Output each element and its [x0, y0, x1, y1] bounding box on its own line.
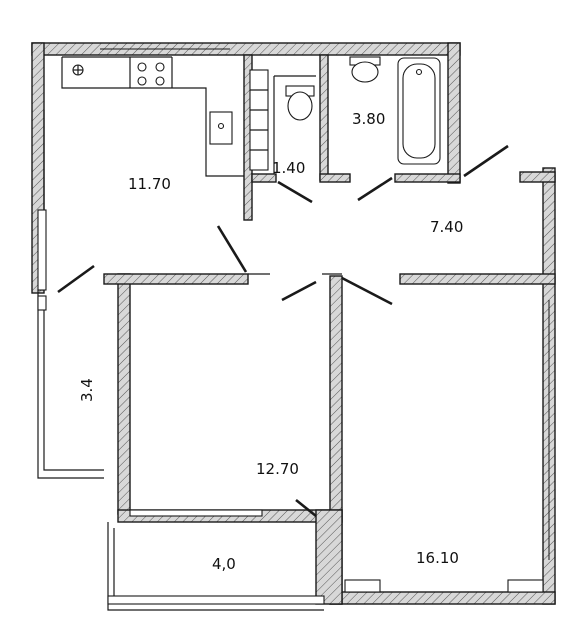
- kitchen-counter: [61, 57, 244, 177]
- door-wc: [277, 180, 313, 204]
- burner-icon: [137, 62, 147, 72]
- room-area-wc: 1.40: [272, 159, 305, 177]
- wall-wc-bottom: [251, 173, 277, 183]
- wall-left-bedroom: [117, 273, 131, 515]
- wall-bath-bottom: [319, 173, 351, 183]
- wall-bath-bottom-right: [394, 173, 461, 183]
- room-area-bathroom: 3.80: [352, 110, 385, 128]
- door-bathroom: [357, 176, 393, 202]
- wall-top-bedroom: [103, 273, 249, 285]
- shelf-unit: [249, 69, 269, 171]
- toilet-bowl-icon: [351, 61, 379, 83]
- room-area-balcony: 4,0: [212, 555, 236, 573]
- door-balcony: [295, 498, 317, 518]
- wall-right-stub: [519, 171, 556, 183]
- wall-wc-bath: [319, 54, 329, 181]
- wc-shelves: [249, 69, 316, 174]
- room-area-bedroom: 12.70: [256, 460, 299, 478]
- doors: [57, 144, 509, 518]
- bedroom-window: [129, 509, 263, 517]
- door-loggia: [57, 264, 95, 294]
- room-area-kitchen: 11.70: [128, 175, 171, 193]
- thin-outlines: [37, 48, 550, 611]
- room-area-hall: 7.40: [430, 218, 463, 236]
- outer-walls: [31, 42, 556, 605]
- bathtub-inner-icon: [402, 63, 436, 159]
- wall-bottom-living: [329, 591, 556, 605]
- room-area-living: 16.10: [416, 549, 459, 567]
- sink-drain-icon: [217, 122, 225, 130]
- loggia-post: [37, 295, 47, 311]
- wall-top: [31, 42, 461, 56]
- burner-icon: [155, 62, 165, 72]
- room-area-loggia-left: 3.4: [78, 378, 96, 402]
- burner-icon: [155, 76, 165, 86]
- room-labels: 11.70 1.40 3.80 7.40 3.4 12.70 4,0 16.10: [78, 110, 463, 573]
- wall-right-bath: [447, 42, 461, 184]
- wall-top-living: [399, 273, 556, 285]
- loggia-left-inner: [43, 300, 104, 471]
- toilet-bowl-icon: [287, 91, 313, 121]
- door-living: [341, 276, 393, 306]
- door-kitchen: [216, 225, 248, 273]
- door-bedroom: [281, 280, 317, 302]
- sanitary-fixtures: [285, 56, 441, 165]
- kitchen-fixtures: [61, 56, 244, 177]
- bathtub-drain-icon: [415, 68, 423, 76]
- living-bottom-sill: [507, 579, 544, 593]
- balcony-bottom-rail: [107, 595, 325, 605]
- door-hall-right: [463, 144, 509, 178]
- living-bottom-sill-left: [344, 579, 381, 593]
- kitchen-window-frame: [37, 209, 47, 291]
- balcony-outline: [107, 522, 324, 611]
- burner-icon: [137, 76, 147, 86]
- partitions: [243, 54, 461, 605]
- wall-balcony-right: [315, 509, 343, 605]
